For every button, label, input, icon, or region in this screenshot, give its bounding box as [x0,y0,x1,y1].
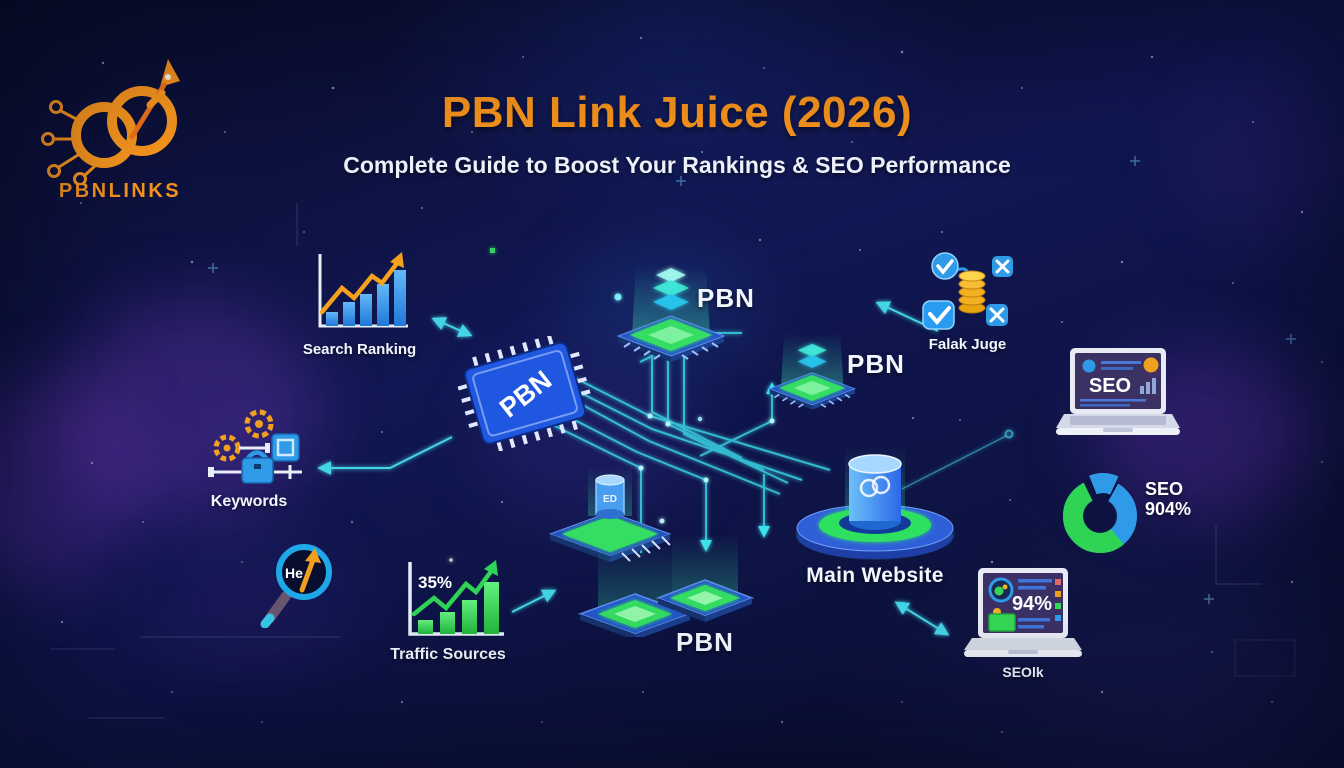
seo-pie-value: 904% [1145,499,1192,519]
seo-donut-chart-icon [1062,473,1140,554]
laptop-keyboard [964,638,1082,650]
cylinder-link-logo [859,475,891,498]
ed-cylinder-text: ED [603,494,617,505]
keywords-label: Keywords [210,493,288,510]
pbn-platform-icon [655,534,755,622]
logo-ring-left [71,102,137,168]
central-pbn-chip-icon: PBN [457,336,591,451]
starfield [60,36,1323,733]
keywords-icon [208,409,302,484]
analytics-laptop-icon: 94% [964,568,1082,657]
pbn-bottom-label: PBN [676,627,734,657]
cube-icon [271,433,300,462]
traffic-value-text: 35% [418,573,452,592]
screen-bars [1018,579,1052,629]
logo-ring-right [107,86,177,156]
connector-arrows [317,301,1014,636]
gear-target-icon [213,409,274,462]
pbn-top-chip-icon [616,266,726,362]
ed-cylinder-icon: ED [595,474,625,519]
search-ranking-chart-icon [318,252,408,328]
pbn-top-label: PBN [697,283,755,313]
seo-pie-label: SEO 904% [1145,479,1191,519]
traffic-sources-chart-icon: 35% [408,560,504,636]
logo-circuit-dots [41,100,98,185]
badge-icon [988,577,1014,603]
search-ranking-label: Search Ranking [302,341,417,358]
pbn-mid-label: PBN [847,349,905,379]
brand-name: PBNLINKS [58,180,182,202]
briefcase-icon [241,450,274,484]
screen-side-squares [1055,579,1061,621]
logo-rocket-icon [129,59,180,140]
magnifier-icon: He [260,544,332,628]
check-circle-icon [931,252,959,280]
plus-markers [208,156,1296,604]
website-cylinder [848,454,902,530]
brand-logo [41,59,180,185]
seo-pie-title: SEO [1145,479,1184,499]
main-website-label: Main Website [806,564,944,587]
analytics-screen-value: 94% [1012,593,1052,615]
seo-laptop-icon: SEO [1056,348,1180,435]
mini-bars-icon [1140,378,1156,394]
pbn-bottom-cluster-icon: ED [548,466,755,637]
magnifier-lens-text: He [285,565,303,581]
faint-lines [50,203,1296,719]
falak-juge-label: Falak Juge [928,336,1007,353]
traffic-sources-label: Traffic Sources [390,646,506,663]
connector-rods [212,446,302,479]
page-title: PBN Link Juice (2026) [441,88,913,137]
iso-chip-pins [623,342,719,360]
seo-screen-text: SEO [1089,375,1131,397]
folder-icon [988,608,1016,632]
page-subtitle: Complete Guide to Boost Your Rankings & … [343,152,1011,178]
coin-stack-icon [958,270,986,314]
magnifier-handle [265,591,291,623]
falak-juge-icon [922,252,1013,330]
check-square-icon [922,300,955,330]
analytics-laptop-label: SEOlk [1002,664,1044,680]
main-website-icon [795,444,955,560]
circuit-nodes [638,413,775,483]
pbn-mid-chip-icon [768,332,856,410]
hologram-cubes [653,268,689,310]
